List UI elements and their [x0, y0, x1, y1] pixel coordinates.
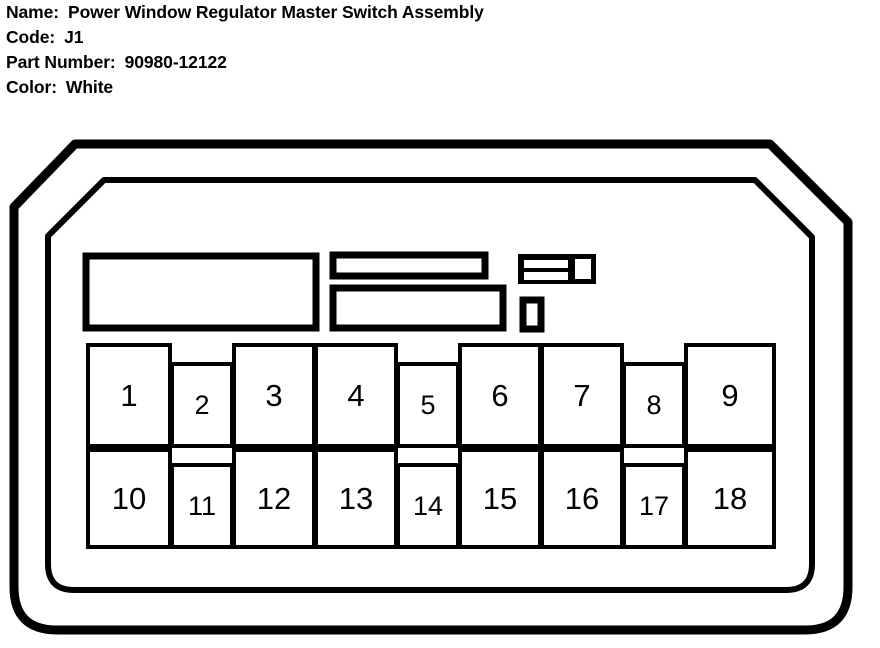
connector-inner-shell: [45, 177, 815, 593]
pin-number-label: 18: [712, 481, 748, 516]
part-number-value: 90980-12122: [124, 52, 227, 72]
part-number-label: Part Number:: [6, 52, 116, 72]
small-square-slot-feature: [519, 296, 545, 333]
connector-outer-shell: [9, 139, 853, 635]
pin-cell-11[interactable]: 11: [170, 463, 234, 549]
connector-diagram: [0, 132, 880, 648]
color-label: Color:: [6, 77, 57, 97]
pin-cell-15[interactable]: 15: [458, 448, 542, 549]
pin-cell-16[interactable]: 16: [540, 448, 624, 549]
code-label: Code:: [6, 27, 56, 47]
info-row-code: Code: J1: [6, 27, 866, 52]
pin-number-label: 14: [412, 490, 444, 521]
name-value: Power Window Regulator Master Switch Ass…: [68, 2, 484, 22]
pin-number-label: 2: [194, 389, 210, 420]
pin-number-label: 4: [347, 378, 365, 413]
color-value: White: [65, 77, 114, 97]
pin-number-label: 15: [482, 481, 518, 516]
pin-cell-13[interactable]: 13: [314, 448, 398, 549]
pin-number-label: 16: [564, 481, 600, 516]
info-row-name: Name: Power Window Regulator Master Swit…: [6, 2, 866, 27]
pin-cell-10[interactable]: 10: [86, 448, 172, 549]
pin-cell-2[interactable]: 2: [170, 362, 234, 448]
large-left-cavity-feature: [82, 252, 320, 332]
pin-cell-6[interactable]: 6: [458, 343, 542, 448]
pin-cell-12[interactable]: 12: [232, 448, 316, 549]
pin-number-label: 13: [338, 481, 374, 516]
pin-number-label: 12: [256, 481, 292, 516]
upper-middle-slot-feature: [329, 251, 489, 280]
pin-number-label: 9: [721, 378, 739, 413]
pin-cell-5[interactable]: 5: [396, 362, 460, 448]
pin-cell-1[interactable]: 1: [86, 343, 172, 448]
pin-cell-18[interactable]: 18: [684, 448, 776, 549]
pin-number-label: 10: [111, 481, 147, 516]
pin-number-label: 8: [646, 389, 662, 420]
right-double-slot-block-feature: [518, 254, 596, 284]
pin-cell-7[interactable]: 7: [540, 343, 624, 448]
info-row-color: Color: White: [6, 77, 866, 102]
pin-cell-9[interactable]: 9: [684, 343, 776, 448]
pin-cell-3[interactable]: 3: [232, 343, 316, 448]
pin-cell-8[interactable]: 8: [622, 362, 686, 448]
name-label: Name:: [6, 2, 59, 22]
pin-number-label: 7: [573, 378, 591, 413]
pin-number-label: 11: [187, 490, 217, 521]
pin-cell-4[interactable]: 4: [314, 343, 398, 448]
connector-info-header: Name: Power Window Regulator Master Swit…: [6, 2, 866, 102]
pin-number-label: 5: [420, 389, 436, 420]
pin-number-label: 3: [265, 378, 283, 413]
pin-number-label: 17: [638, 490, 670, 521]
info-row-part-number: Part Number: 90980-12122: [6, 52, 866, 77]
lower-middle-slot-feature: [329, 284, 507, 332]
pin-number-label: 6: [491, 378, 509, 413]
pin-cell-17[interactable]: 17: [622, 463, 686, 549]
pin-number-label: 1: [120, 378, 138, 413]
pin-cell-14[interactable]: 14: [396, 463, 460, 549]
code-value: J1: [64, 27, 84, 47]
